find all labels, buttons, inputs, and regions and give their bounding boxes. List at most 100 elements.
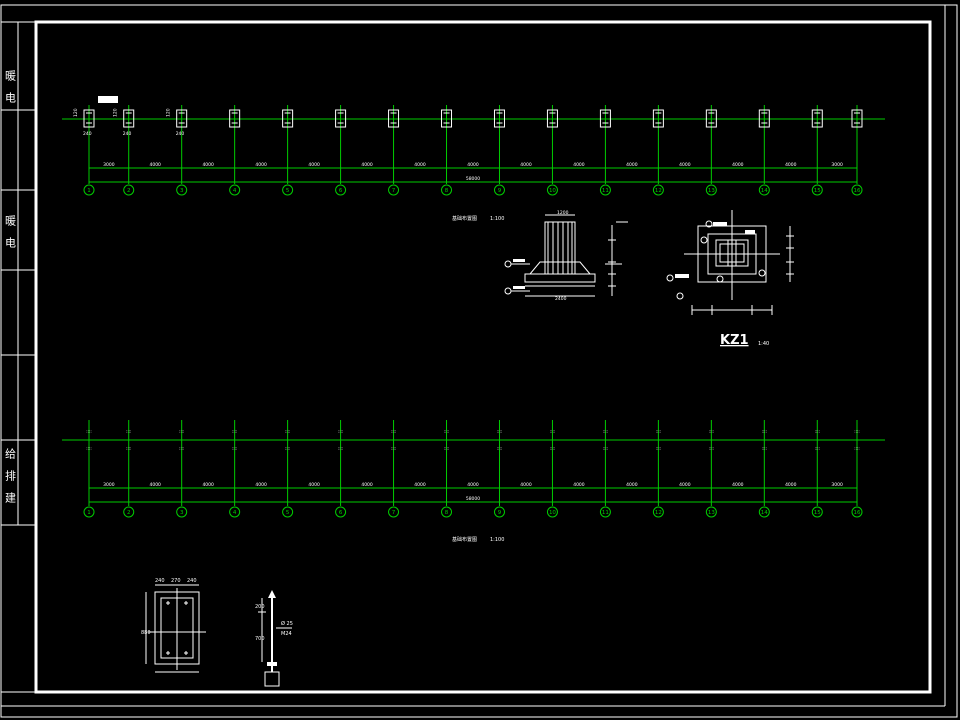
axis-label: 11 (602, 510, 609, 516)
axis-bubble (335, 184, 347, 196)
column-mark: :::: (444, 429, 449, 434)
axis-bubble (123, 506, 135, 518)
axis-label: 16 (854, 510, 861, 516)
kz1-title: KZ1 (720, 333, 749, 348)
axis-label: 16 (854, 188, 861, 194)
kz1-column-detail: KZ1 1:40 (666, 210, 794, 348)
axis-label: 4 (233, 188, 237, 194)
spacing-dimension: 3000 (103, 482, 115, 488)
plan-top-scale: 1:100 (490, 216, 504, 222)
column-mark: :::: (285, 429, 290, 434)
axis-label: 15 (814, 510, 821, 516)
spacing-dimension: 4000 (785, 482, 797, 488)
column-side-dim: 120 (166, 108, 172, 117)
column-mark: :::: (391, 429, 396, 434)
axis-bubble (599, 506, 611, 518)
title-strip-label-3: 给 排 建 (4, 448, 17, 504)
spacing-dimension: 4000 (414, 162, 426, 168)
bolt-dim-2: 700 (255, 636, 265, 642)
column-footing (123, 109, 135, 128)
axis-bubble (546, 506, 558, 518)
spacing-dimension: 4000 (255, 482, 267, 488)
spacing-dimension: 3000 (831, 162, 843, 168)
plate-dim-3: 240 (187, 578, 197, 584)
axis-bubble (705, 184, 717, 196)
axis-label: 3 (180, 188, 184, 194)
column-footing (546, 109, 558, 128)
footing-section-detail: 1200 2400 (504, 210, 628, 302)
axis-label: 8 (445, 510, 449, 516)
axis-bubble (83, 506, 95, 518)
spacing-dimension: 4000 (732, 162, 744, 168)
spacing-dimension: 4000 (520, 162, 532, 168)
column-footing (705, 109, 717, 128)
axis-bubble (388, 506, 400, 518)
axis-label: 9 (498, 510, 502, 516)
column-mark: :::: (709, 429, 714, 434)
bolt-label-thread: M24 (281, 631, 292, 637)
spacing-dimension: 4000 (679, 162, 691, 168)
column-mark: :::: (854, 429, 859, 434)
title-strip: 暖 电 暖 电 给 排 建 (0, 21, 37, 693)
spacing-dimension: 4000 (467, 162, 479, 168)
axis-bubble (851, 506, 863, 518)
spacing-dimension: 4000 (785, 162, 797, 168)
axis-bubble (851, 184, 863, 196)
axis-label: 9 (498, 188, 502, 194)
spacing-dimension: 4000 (520, 482, 532, 488)
axis-bubble (441, 506, 453, 518)
column-mark: :::: (550, 429, 555, 434)
column-mark: :::: (338, 429, 343, 434)
axis-bubble (229, 506, 241, 518)
total-dimension: 58000 (466, 176, 480, 182)
axis-label: 6 (339, 510, 343, 516)
column-side-dim: 120 (113, 108, 119, 117)
axis-bubble (282, 506, 294, 518)
spacing-dimension: 4000 (255, 162, 267, 168)
column-sub-dim: 240 (123, 131, 132, 137)
column-mark: :::: (86, 429, 91, 434)
axis-label: 2 (127, 510, 131, 516)
axis-label: 1 (87, 188, 91, 194)
axis-label: 10 (549, 188, 556, 194)
axis-label: 15 (814, 188, 821, 194)
spacing-dimension: 4000 (202, 162, 214, 168)
plan-bottom-scale: 1:100 (490, 537, 504, 543)
spacing-dimension: 4000 (732, 482, 744, 488)
axis-label: 4 (233, 510, 237, 516)
axis-bubble (335, 506, 347, 518)
column-footing (493, 109, 505, 128)
base-plate-detail: 240 270 240 880 (141, 578, 206, 673)
axis-bubble (441, 184, 453, 196)
axis-bubble (811, 184, 823, 196)
axis-bubble (599, 184, 611, 196)
column-mark: :::: (497, 429, 502, 434)
axis-label: 7 (392, 510, 396, 516)
axis-bubble (282, 184, 294, 196)
column-footing (335, 109, 347, 128)
title-strip-label-2: 暖 电 (4, 215, 17, 248)
column-mark: :::: (656, 446, 661, 451)
column-mark: :::: (179, 446, 184, 451)
axis-label: 12 (655, 188, 662, 194)
column-footing (282, 109, 294, 128)
spacing-dimension: 4000 (467, 482, 479, 488)
title-strip-label-1: 暖 电 (4, 70, 17, 103)
spacing-dimension: 4000 (573, 162, 585, 168)
axis-bubble (652, 184, 664, 196)
spacing-dimension: 4000 (149, 162, 161, 168)
spacing-dimension: 4000 (149, 482, 161, 488)
column-mark: :::: (126, 429, 131, 434)
column-mark: :::: (762, 446, 767, 451)
column-side-dim: 120 (73, 108, 79, 117)
axis-label: 6 (339, 188, 343, 194)
spacing-dimension: 4000 (308, 162, 320, 168)
bolt-label-diameter: Ø 25 (281, 620, 293, 627)
axis-bubble (705, 506, 717, 518)
spacing-dimension: 3000 (103, 162, 115, 168)
column-mark: :::: (815, 429, 820, 434)
axis-label: 5 (286, 510, 290, 516)
column-sub-dim: 240 (83, 131, 92, 137)
axis-label: 3 (180, 510, 184, 516)
axis-label: 8 (445, 188, 449, 194)
